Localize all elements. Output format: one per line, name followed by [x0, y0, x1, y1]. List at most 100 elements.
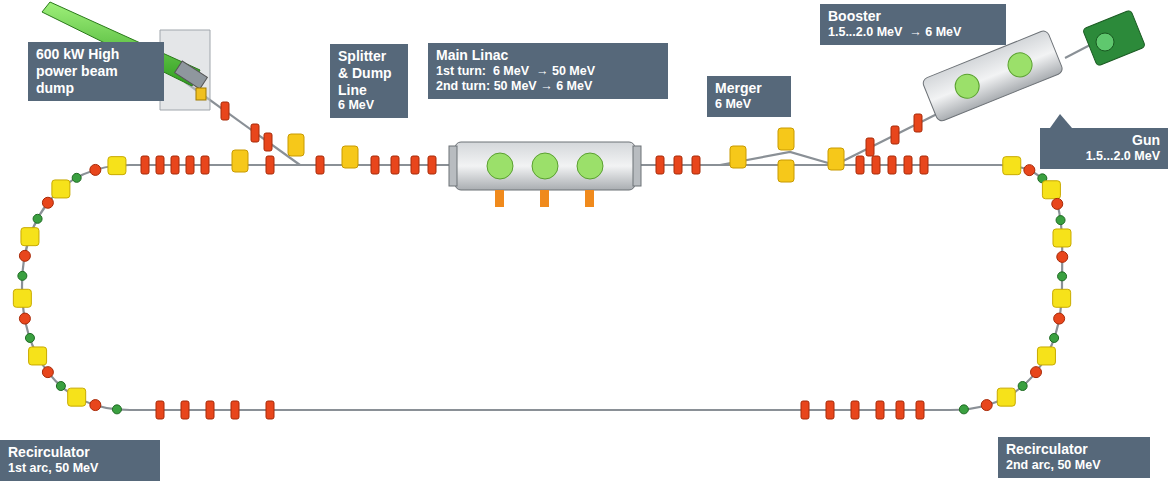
- quadrupole-magnet: [264, 133, 272, 151]
- label-detail: 1.5...2.0 MeV → 6 MeV: [828, 25, 998, 40]
- sextupole-magnet: [112, 405, 121, 414]
- quadrupole-magnet: [90, 400, 101, 411]
- sextupole-magnet: [1058, 272, 1067, 281]
- sextupole-magnet: [18, 271, 27, 280]
- dipole-magnet: [1042, 181, 1060, 199]
- quadrupole-magnet: [266, 401, 274, 419]
- quadrupole-magnet: [981, 400, 992, 411]
- dipole-magnet: [232, 128, 844, 182]
- quadrupole-magnet: [896, 401, 904, 419]
- label-heading: Booster: [828, 8, 998, 25]
- label-heading: Main Linac: [436, 47, 660, 64]
- dipole-magnet: [29, 347, 47, 365]
- quadrupole-magnet: [656, 156, 664, 174]
- label-heading: 600 kW High power beam dump: [36, 46, 156, 96]
- label-heading: Splitter & Dump Line: [338, 48, 400, 98]
- quadrupole-magnet: [251, 124, 259, 142]
- sextupole-magnet: [56, 382, 65, 391]
- quadrupole-magnet: [856, 156, 864, 174]
- quadrupole-magnet: [156, 156, 164, 174]
- quadrupole-magnet: [920, 156, 928, 174]
- sextupole-magnet: [959, 405, 968, 414]
- quadrupole-magnet: [866, 138, 874, 156]
- quadrupole-magnet: [851, 401, 859, 419]
- quadrupole-magnet: [19, 313, 30, 324]
- label-box: Recirculator1st arc, 50 MeV: [0, 440, 160, 481]
- quadrupole-magnet: [156, 401, 164, 419]
- quadrupole-magnet: [1031, 367, 1042, 378]
- label-detail: 6 MeV: [338, 98, 400, 113]
- dipole-magnet: [108, 157, 126, 175]
- dipole-magnet: [68, 388, 86, 406]
- label-box: Main Linac1st turn: 6 MeV → 50 MeV2nd tu…: [428, 43, 668, 99]
- quadrupole-magnet: [181, 401, 189, 419]
- dipole-magnet: [997, 388, 1015, 406]
- quadrupole-magnet: [221, 102, 229, 120]
- label-box: Recirculator2nd arc, 50 MeV: [998, 437, 1150, 478]
- quadrupole-magnet: [888, 156, 896, 174]
- dipole-magnet: [21, 228, 39, 246]
- label-box: Merger6 MeV: [707, 76, 791, 117]
- quadrupole-magnet: [891, 126, 899, 144]
- quadrupole-magnet: [1057, 251, 1068, 262]
- quadrupole-magnet: [1024, 165, 1035, 176]
- label-detail: 1st turn: 6 MeV → 50 MeV: [436, 64, 660, 79]
- quadrupole-magnet: [428, 156, 436, 174]
- sextupole-magnet: [1018, 382, 1027, 391]
- quadrupole-magnet: [42, 367, 53, 378]
- quadrupole-magnet: [201, 156, 209, 174]
- dipole-magnet: [52, 180, 70, 198]
- quadrupole-magnet: [231, 401, 239, 419]
- label-heading: Recirculator: [1006, 441, 1142, 458]
- label-pointer: [1050, 114, 1072, 128]
- quadrupole-magnet: [171, 156, 179, 174]
- quadrupole-magnet: [1052, 198, 1063, 209]
- sextupole-magnet: [72, 173, 81, 182]
- quadrupole-magnet: [19, 250, 30, 261]
- quadrupole-magnet: [692, 156, 700, 174]
- quadrupole-magnet: [904, 156, 912, 174]
- dipole-magnet: [1037, 347, 1055, 365]
- quadrupole-magnet: [42, 197, 53, 208]
- quadrupole-magnet: [316, 156, 324, 174]
- dipole-magnet: [1053, 289, 1071, 307]
- quadrupole-magnet: [801, 401, 809, 419]
- label-detail: 1.5...2.0 MeV: [1048, 149, 1160, 164]
- main-linac-cryomodule: [449, 142, 641, 207]
- quadrupole-magnet: [872, 156, 880, 174]
- quadrupole-magnet: [1054, 313, 1065, 324]
- quadrupole-magnet: [411, 156, 419, 174]
- label-detail: 2nd turn: 50 MeV → 6 MeV: [436, 79, 660, 94]
- label-detail: 6 MeV: [715, 97, 783, 112]
- electron-gun: [1065, 10, 1146, 67]
- sextupole-magnet: [33, 214, 42, 223]
- dipole-magnet: [13, 289, 31, 307]
- label-detail: 1st arc, 50 MeV: [8, 461, 152, 476]
- label-heading: Recirculator: [8, 444, 152, 461]
- quadrupole-magnet: [141, 156, 149, 174]
- label-box: Splitter & Dump Line6 MeV: [330, 44, 408, 118]
- quadrupole-magnet: [206, 401, 214, 419]
- quadrupole-magnet: [186, 156, 194, 174]
- quadrupole-magnet: [391, 156, 399, 174]
- quadrupole-magnet: [876, 401, 884, 419]
- sextupole-magnet: [1050, 333, 1059, 342]
- label-box: 600 kW High power beam dump: [28, 42, 164, 101]
- label-heading: Merger: [715, 80, 783, 97]
- quadrupole-magnet: [371, 156, 379, 174]
- quadrupole-magnet: [914, 114, 922, 132]
- label-heading: Gun: [1048, 132, 1160, 149]
- sextupole-magnet: [25, 333, 34, 342]
- label-box: Gun1.5...2.0 MeV: [1040, 128, 1168, 169]
- quadrupole-magnet: [826, 401, 834, 419]
- sextupole-magnet: [1056, 216, 1065, 225]
- label-detail: 2nd arc, 50 MeV: [1006, 458, 1142, 473]
- dipole-magnet: [1003, 157, 1021, 175]
- beam-line: [22, 82, 1062, 410]
- dipole-magnet: [1053, 229, 1071, 247]
- quadrupole-magnet: [90, 164, 101, 175]
- quadrupole-magnet: [266, 156, 274, 174]
- quadrupole-magnet: [674, 156, 682, 174]
- label-box: Booster1.5...2.0 MeV → 6 MeV: [820, 4, 1006, 45]
- quadrupole-magnet: [916, 401, 924, 419]
